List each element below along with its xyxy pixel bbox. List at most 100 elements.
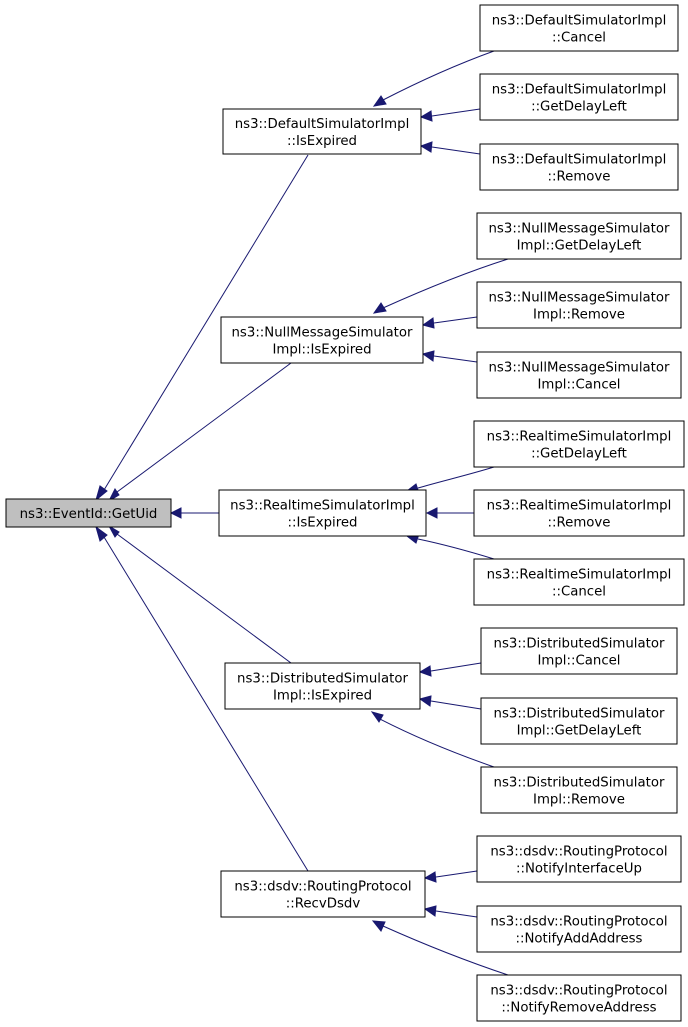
root-node[interactable]: ns3::EventId::GetUid (5, 498, 172, 528)
edge-r_can-to-r_exp (405, 533, 495, 560)
node-label-line: ns3::RealtimeSimulatorImpl (487, 568, 672, 583)
caller-node-r-gdl[interactable]: ns3::RealtimeSimulatorImpl::GetDelayLeft (473, 420, 685, 468)
edge-line (379, 718, 495, 768)
node-box (220, 870, 426, 918)
edge-line (433, 355, 478, 363)
edge-line (116, 533, 292, 664)
node-box (476, 351, 682, 399)
caller-node-rp-nra[interactable]: ns3::dsdv::RoutingProtocol::NotifyRemove… (476, 974, 682, 1022)
arrowhead-icon (107, 524, 120, 538)
caller-node-rp-naa[interactable]: ns3::dsdv::RoutingProtocol::NotifyAddAdd… (476, 905, 682, 953)
arrowhead-icon (371, 920, 386, 932)
node-label-line: Impl::GetDelayLeft (517, 724, 642, 739)
arrowhead-icon (418, 695, 432, 707)
arrowhead-icon (370, 711, 384, 723)
node-label-line: ns3::NullMessageSimulator (489, 291, 671, 306)
node-label-line: ::GetDelayLeft (531, 100, 627, 115)
node-label-line: ::NotifyAddAddress (516, 932, 643, 947)
node-box (476, 281, 682, 329)
arrowhead-icon (372, 95, 387, 107)
arrowhead-icon (419, 141, 433, 153)
caller-node-d-gdl[interactable]: ns3::DefaultSimulatorImpl::GetDelayLeft (479, 73, 679, 121)
node-label-line: ns3::DistributedSimulator (494, 637, 665, 652)
node-label-line: ns3::RealtimeSimulatorImpl (230, 499, 415, 514)
node-label-line: ns3::DistributedSimulator (494, 707, 665, 722)
caller-node-rp-recv[interactable]: ns3::dsdv::RoutingProtocol::RecvDsdv (220, 870, 426, 918)
edge-line (103, 536, 309, 872)
node-box (480, 697, 678, 745)
node-box (218, 489, 427, 537)
caller-node-r-exp[interactable]: ns3::RealtimeSimulatorImpl::IsExpired (218, 489, 427, 537)
edge-line (382, 258, 509, 309)
node-label-line: ::NotifyInterfaceUp (516, 862, 642, 877)
arrowhead-icon (421, 350, 435, 362)
node-label-line: ns3::DefaultSimulatorImpl (492, 14, 667, 29)
node-box (222, 108, 422, 155)
arrowhead-icon (425, 507, 438, 519)
node-box (224, 662, 421, 710)
edge-line (431, 108, 481, 117)
edge-rp_nra-to-rp_recv (371, 920, 509, 976)
edge-r_rem-to-r_exp (425, 507, 474, 519)
arrowhead-icon (418, 665, 432, 677)
edge-r_gdl-to-r_exp (405, 466, 495, 494)
edge-d_gdl-to-d_exp (419, 108, 481, 122)
edge-line (382, 50, 495, 101)
caller-node-d-exp[interactable]: ns3::DefaultSimulatorImpl::IsExpired (222, 108, 422, 155)
node-box (473, 420, 685, 468)
node-label-line: ::IsExpired (287, 516, 357, 531)
node-box (473, 558, 685, 606)
edge-n_gdl-to-n_exp (372, 258, 509, 314)
node-box (473, 489, 685, 537)
node-label-line: ns3::DefaultSimulatorImpl (492, 83, 667, 98)
node-label-line: ns3::NullMessageSimulator (232, 326, 414, 341)
arrowhead-icon (107, 488, 120, 503)
node-box (480, 627, 678, 675)
caller-node-r-can[interactable]: ns3::RealtimeSimulatorImpl::Cancel (473, 558, 685, 606)
edge-line (417, 538, 495, 560)
arrowhead-icon (421, 317, 435, 329)
node-label-line: ns3::dsdv::RoutingProtocol (490, 845, 667, 860)
caller-node-ds-gdl[interactable]: ns3::DistributedSimulatorImpl::GetDelayL… (480, 697, 678, 745)
node-label-line: ::GetDelayLeft (531, 447, 627, 462)
node-box (479, 143, 679, 191)
node-label-line: ::Cancel (552, 585, 606, 600)
edge-line (430, 700, 482, 710)
node-label-line: Impl::Remove (533, 308, 625, 323)
node-box (5, 498, 172, 528)
edges-layer (95, 50, 509, 976)
nodes-layer: ns3::EventId::GetUid ns3::DefaultSimulato… (5, 4, 685, 1022)
node-label-line: ns3::DefaultSimulatorImpl (235, 117, 410, 132)
node-label-line: Impl::Remove (533, 793, 625, 808)
edge-line (417, 466, 495, 489)
caller-node-d-rem[interactable]: ns3::DefaultSimulatorImpl::Remove (479, 143, 679, 191)
edge-line (431, 146, 481, 155)
edge-ds_rem-to-ds_exp (370, 711, 495, 768)
arrowhead-icon (95, 525, 108, 542)
node-label-line: ns3::RealtimeSimulatorImpl (487, 430, 672, 445)
caller-node-r-rem[interactable]: ns3::RealtimeSimulatorImpl::Remove (473, 489, 685, 537)
caller-node-n-gdl[interactable]: ns3::NullMessageSimulatorImpl::GetDelayL… (476, 212, 682, 260)
node-box (479, 4, 679, 52)
node-label-line: ::Remove (548, 516, 611, 531)
node-label-line: ns3::dsdv::RoutingProtocol (490, 915, 667, 930)
caller-node-d-can[interactable]: ns3::DefaultSimulatorImpl::Cancel (479, 4, 679, 52)
caller-node-rp-niu[interactable]: ns3::dsdv::RoutingProtocol::NotifyInterf… (476, 835, 682, 883)
node-label-line: ns3::NullMessageSimulator (489, 222, 671, 237)
node-box (476, 905, 682, 953)
node-box (220, 316, 424, 364)
node-label-line: ::Remove (548, 170, 611, 185)
arrowhead-icon (423, 905, 437, 917)
node-label-line: Impl::Cancel (537, 654, 620, 669)
node-label-line: ns3::DistributedSimulator (494, 776, 665, 791)
edge-d_can-to-d_exp (372, 50, 495, 107)
node-box (480, 766, 678, 814)
edge-ds_exp-to-root (107, 524, 292, 664)
